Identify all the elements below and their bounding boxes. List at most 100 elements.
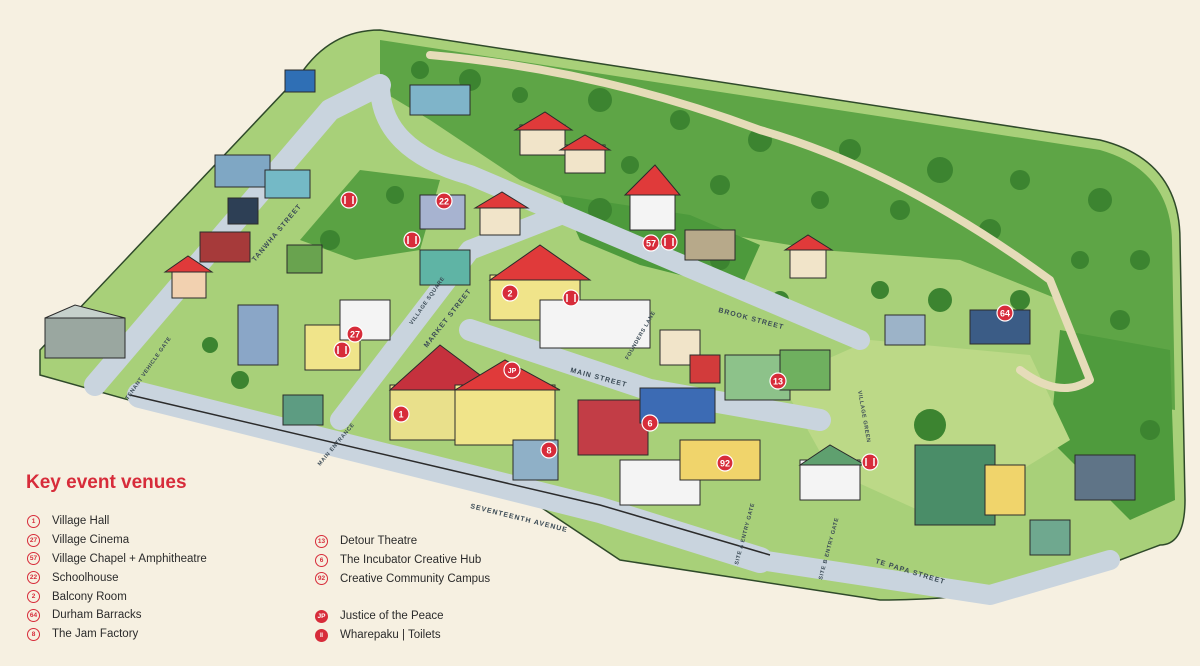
building-red-box — [689, 354, 721, 384]
building-blue-tall — [237, 304, 279, 366]
creative-community-campus — [619, 459, 701, 506]
venue-pin-92[interactable]: 92 — [716, 454, 734, 472]
toilets-building-south — [799, 459, 861, 501]
venue-number-badge: 64 — [27, 608, 40, 622]
legend-item[interactable]: 2 Balcony Room — [27, 587, 207, 606]
roof-toilets-south — [798, 444, 867, 466]
building-yellow-red-roof — [454, 384, 556, 446]
toilets-pin[interactable] — [861, 453, 879, 471]
jp-badge: JP — [315, 609, 328, 623]
building-tanwha-1 — [214, 154, 271, 188]
venue-number-badge: 13 — [315, 534, 328, 548]
building-green-south — [1029, 519, 1071, 556]
venue-number-badge: 92 — [315, 572, 328, 586]
roof-red-west — [163, 255, 214, 273]
venue-pin-2[interactable]: 2 — [501, 284, 519, 302]
building-red-roof-west — [171, 269, 207, 299]
svg-text:22: 22 — [439, 197, 449, 207]
village-chapel — [629, 189, 676, 231]
venue-name: Village Chapel + Amphitheatre — [52, 552, 207, 565]
legend-item[interactable]: 6 The Incubator Creative Hub — [315, 551, 490, 570]
building-green-small — [282, 394, 324, 426]
building-warehouse-west — [44, 317, 126, 359]
venue-pin-57[interactable]: 57 — [642, 234, 660, 252]
jp-label: Justice of the Peace — [340, 610, 444, 623]
legend-item[interactable]: 13 Detour Theatre — [315, 532, 490, 551]
building-green-east — [779, 349, 831, 391]
svg-text:64: 64 — [1000, 309, 1010, 319]
toilets-pin[interactable] — [333, 341, 351, 359]
site-path-north — [426, 51, 1094, 392]
svg-text:92: 92 — [720, 459, 730, 469]
balcony-room-roof — [488, 244, 592, 281]
forest-north — [380, 40, 1175, 410]
svg-text:57: 57 — [646, 239, 656, 249]
venue-pin-13[interactable]: 13 — [769, 372, 787, 390]
village-hall-roof — [388, 344, 502, 391]
venue-pin-6[interactable]: 6 — [641, 414, 659, 432]
building-blue-north — [284, 69, 316, 93]
jp-pin[interactable]: JP — [503, 361, 521, 379]
toilets-pin[interactable] — [403, 231, 421, 249]
venue-name: Detour Theatre — [340, 535, 418, 548]
venue-pin-1[interactable]: 1 — [392, 405, 410, 423]
venue-name: The Jam Factory — [52, 628, 139, 641]
venue-pin-22[interactable]: 22 — [435, 192, 453, 210]
legend-item-jp[interactable]: JP Justice of the Peace — [315, 607, 444, 626]
venue-name: Balcony Room — [52, 590, 127, 603]
legend-venues-right: 13 Detour Theatre 6 The Incubator Creative… — [315, 532, 490, 588]
legend-item[interactable]: 1 Village Hall — [27, 512, 207, 531]
venue-pin-27[interactable]: 27 — [346, 325, 364, 343]
svg-text:6: 6 — [647, 419, 652, 429]
venue-name: Village Hall — [52, 515, 110, 528]
te-papa-street-road — [750, 550, 1120, 605]
venue-number-badge: 57 — [27, 552, 40, 566]
legend-item[interactable]: 57 Village Chapel + Amphitheatre — [27, 550, 207, 569]
venue-pin-64[interactable]: 64 — [996, 304, 1014, 322]
tanks — [199, 231, 251, 263]
legend-item[interactable]: 92 Creative Community Campus — [315, 570, 490, 589]
svg-text:8: 8 — [546, 446, 551, 456]
legend-item[interactable]: 64 Durham Barracks — [27, 606, 207, 625]
legend-item-toilets[interactable]: ‖ Wharepaku | Toilets — [315, 626, 444, 645]
building-slate-east — [1074, 454, 1136, 501]
toilets-label: Wharepaku | Toilets — [340, 629, 441, 642]
building-teal — [419, 249, 471, 286]
incubator-creative-hub — [577, 399, 649, 456]
venue-number-badge: 22 — [27, 571, 40, 585]
roof-warehouse-west — [44, 304, 126, 319]
svg-text:13: 13 — [773, 377, 783, 387]
roof-north-east — [783, 234, 834, 251]
roof-red-row-2 — [558, 134, 612, 151]
building-grey-east — [884, 314, 926, 346]
venue-name: Creative Community Campus — [340, 572, 491, 585]
svg-text:27: 27 — [350, 330, 360, 340]
venue-name: Durham Barracks — [52, 609, 142, 622]
forest-east — [1050, 330, 1175, 520]
venue-number-badge: 1 — [27, 514, 40, 528]
brook-street-road — [370, 75, 870, 350]
svg-text:2: 2 — [507, 289, 512, 299]
chapel-roof — [623, 164, 682, 196]
venue-number-badge: 2 — [27, 590, 40, 604]
toilets-pin[interactable] — [340, 191, 358, 209]
building-tanwha-2 — [264, 169, 311, 199]
svg-text:1: 1 — [398, 410, 403, 420]
building-schoolhouse-east — [479, 204, 521, 236]
toilets-pin[interactable] — [660, 233, 678, 251]
venue-name: The Incubator Creative Hub — [340, 554, 482, 567]
venue-number-badge: 6 — [315, 553, 328, 567]
toilets-pin[interactable] — [562, 289, 580, 307]
venue-number-badge: 27 — [27, 533, 40, 547]
building-green-west — [286, 244, 323, 274]
venue-pin-8[interactable]: 8 — [540, 441, 558, 459]
toilets-icon: ‖ — [315, 628, 328, 642]
glasshouse — [914, 444, 996, 526]
building-north-houses — [409, 84, 471, 116]
